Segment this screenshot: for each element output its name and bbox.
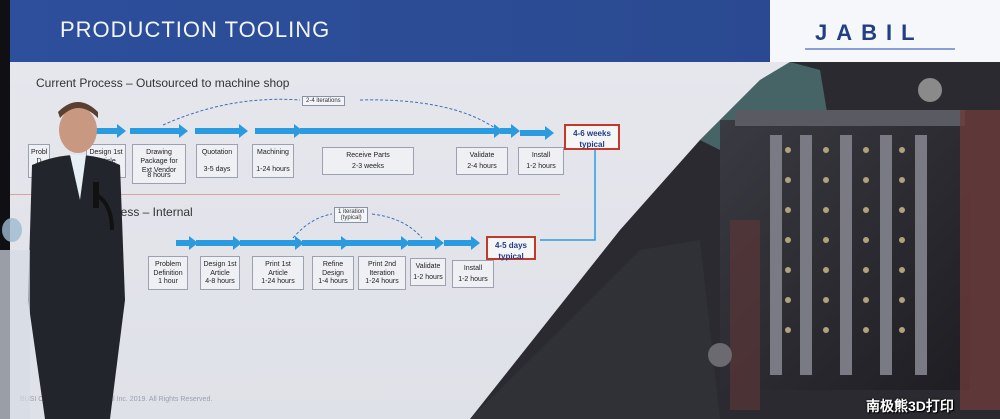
flow-arrow	[302, 236, 350, 250]
current-process-title: Current Process – Outsourced to machine …	[36, 76, 290, 90]
internal-process-title: rocess – Internal	[104, 205, 193, 219]
flow-arrow	[88, 124, 126, 138]
internal-iteration-label: 1 iteration(typical)	[334, 207, 369, 223]
flow-arrow	[408, 236, 444, 250]
slide-footer: BUSI CONFIDENTIAL | ©Jabil Inc. 2019. Al…	[20, 396, 213, 403]
section-divider	[0, 194, 560, 195]
logo-underline	[805, 48, 955, 50]
jabil-logo: JABIL	[815, 20, 924, 45]
flow-arrow	[130, 124, 188, 138]
flow-arrow	[240, 236, 304, 250]
flow-arrow	[346, 236, 410, 250]
slide-title: PRODUCTION TOOLING	[60, 17, 331, 42]
flow-arrow	[500, 124, 520, 138]
logo-panel	[770, 0, 1000, 62]
flow-arrow	[300, 124, 503, 138]
flow-arrow	[255, 124, 303, 138]
flow-arrow	[176, 236, 198, 250]
current-iteration-label: 2-4 iterations	[302, 96, 345, 106]
flow-arrow	[195, 124, 248, 138]
flow-arrow	[520, 126, 554, 140]
watermark: 南极熊3D打印	[866, 398, 954, 414]
flow-arrow	[196, 236, 242, 250]
flow-arrow	[444, 236, 480, 250]
